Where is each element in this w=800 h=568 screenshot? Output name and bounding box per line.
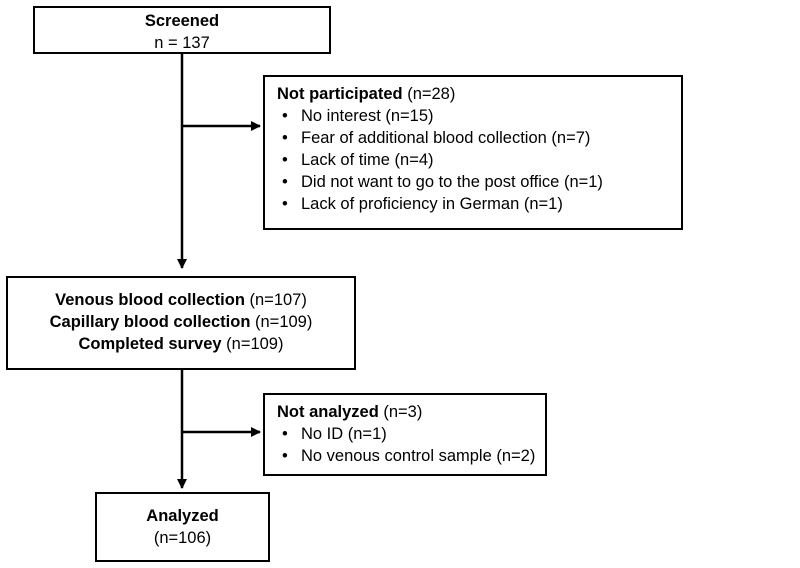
analyzed-box: Analyzed (n=106) bbox=[95, 492, 270, 562]
not-participated-count: (n=28) bbox=[402, 85, 456, 103]
list-item: • Did not want to go to the post office (… bbox=[277, 171, 681, 193]
survey-count: (n=109) bbox=[221, 335, 284, 353]
list-item-text: Did not want to go to the post office (n… bbox=[301, 173, 603, 191]
bullet-icon: • bbox=[282, 129, 288, 147]
not-participated-heading: Not participated (n=28) bbox=[277, 83, 681, 105]
list-item-text: No ID (n=1) bbox=[301, 425, 387, 443]
not-analyzed-count: (n=3) bbox=[378, 403, 423, 421]
not-analyzed-title: Not analyzed bbox=[277, 403, 379, 421]
analyzed-title: Analyzed bbox=[146, 507, 219, 525]
screened-title: Screened bbox=[144, 12, 220, 30]
not-participated-box: Not participated (n=28) • No interest (n=… bbox=[263, 75, 683, 230]
list-item-text: No venous control sample (n=2) bbox=[301, 447, 536, 465]
list-item: • No venous control sample (n=2) bbox=[277, 445, 545, 467]
bullet-icon: • bbox=[282, 425, 288, 443]
list-item-text: Fear of additional blood collection (n=7… bbox=[301, 129, 591, 147]
list-item-text: Lack of time (n=4) bbox=[301, 151, 434, 169]
venous-line: Venous blood collection (n=107) bbox=[8, 289, 354, 311]
survey-line: Completed survey (n=109) bbox=[8, 333, 354, 355]
list-item: • Fear of additional blood collection (n=… bbox=[277, 127, 681, 149]
list-item: • Lack of proficiency in German (n=1) bbox=[277, 193, 681, 215]
bullet-icon: • bbox=[282, 151, 288, 169]
survey-label: Completed survey bbox=[78, 335, 222, 353]
not-analyzed-list: • No ID (n=1) • No venous control sample (… bbox=[277, 423, 545, 467]
bullet-icon: • bbox=[282, 195, 288, 213]
capillary-label: Capillary blood collection bbox=[49, 313, 251, 331]
list-item: • No ID (n=1) bbox=[277, 423, 545, 445]
not-analyzed-box: Not analyzed (n=3) • No ID (n=1) • No veno… bbox=[263, 393, 547, 476]
list-item: • Lack of time (n=4) bbox=[277, 149, 681, 171]
not-participated-title: Not participated bbox=[277, 85, 403, 103]
venous-label: Venous blood collection bbox=[55, 291, 245, 309]
list-item-text: No interest (n=15) bbox=[301, 107, 434, 125]
not-analyzed-heading: Not analyzed (n=3) bbox=[277, 401, 545, 423]
capillary-count: (n=109) bbox=[250, 313, 313, 331]
bullet-icon: • bbox=[282, 447, 288, 465]
analyzed-count: (n=106) bbox=[153, 529, 212, 547]
screened-box: Screened n = 137 bbox=[33, 6, 331, 54]
screened-count: n = 137 bbox=[154, 34, 210, 52]
capillary-line: Capillary blood collection (n=109) bbox=[8, 311, 354, 333]
bullet-icon: • bbox=[282, 173, 288, 191]
venous-count: (n=107) bbox=[244, 291, 307, 309]
list-item-text: Lack of proficiency in German (n=1) bbox=[301, 195, 563, 213]
list-item: • No interest (n=15) bbox=[277, 105, 681, 127]
collection-box: Venous blood collection (n=107) Capillar… bbox=[6, 276, 356, 370]
not-participated-list: • No interest (n=15) • Fear of additional … bbox=[277, 105, 681, 215]
bullet-icon: • bbox=[282, 107, 288, 125]
